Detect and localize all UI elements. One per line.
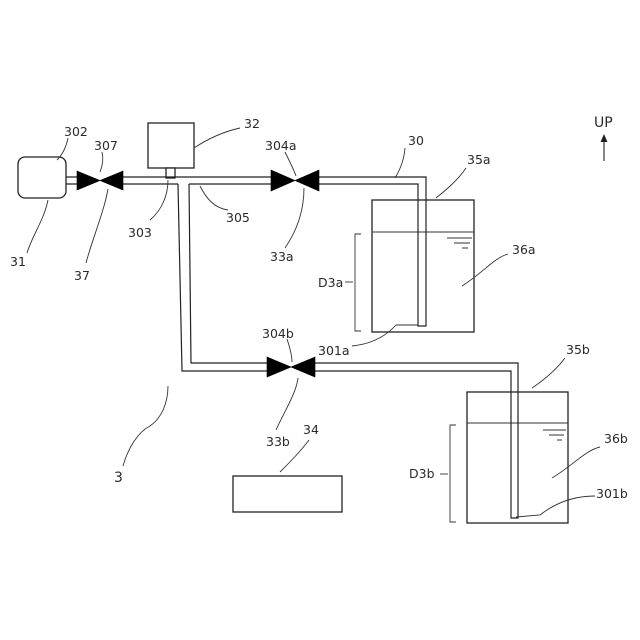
label-35a: 35a xyxy=(467,152,491,167)
label-301b: 301b xyxy=(596,486,628,501)
label-30: 30 xyxy=(408,133,424,148)
tank-35a xyxy=(372,200,474,332)
label-36a: 36a xyxy=(512,242,536,257)
depth-bracket-b xyxy=(450,425,456,522)
label-34: 34 xyxy=(303,422,319,437)
label-307: 307 xyxy=(94,138,118,153)
label-33b: 33b xyxy=(266,434,290,449)
label-35b: 35b xyxy=(566,342,590,357)
label-up: UP xyxy=(594,115,613,131)
label-31: 31 xyxy=(10,254,26,269)
label-302: 302 xyxy=(64,124,88,139)
label-33a: 33a xyxy=(270,249,294,264)
label-37: 37 xyxy=(74,268,90,283)
device-31 xyxy=(18,157,66,198)
label-d3a: D3a xyxy=(318,275,343,290)
label-3: 3 xyxy=(114,470,123,486)
label-305: 305 xyxy=(226,210,250,225)
label-301a: 301a xyxy=(318,343,350,358)
label-d3b: D3b xyxy=(409,466,435,481)
depth-bracket-a xyxy=(355,234,361,331)
device-32 xyxy=(148,123,194,168)
valve-33b xyxy=(267,357,315,377)
label-304b: 304b xyxy=(262,326,294,341)
container-34 xyxy=(233,476,342,512)
label-303: 303 xyxy=(128,225,152,240)
label-32: 32 xyxy=(244,116,260,131)
label-304a: 304a xyxy=(265,138,297,153)
label-36b: 36b xyxy=(604,431,628,446)
up-arrow-icon xyxy=(601,134,608,161)
valve-37 xyxy=(77,171,123,190)
